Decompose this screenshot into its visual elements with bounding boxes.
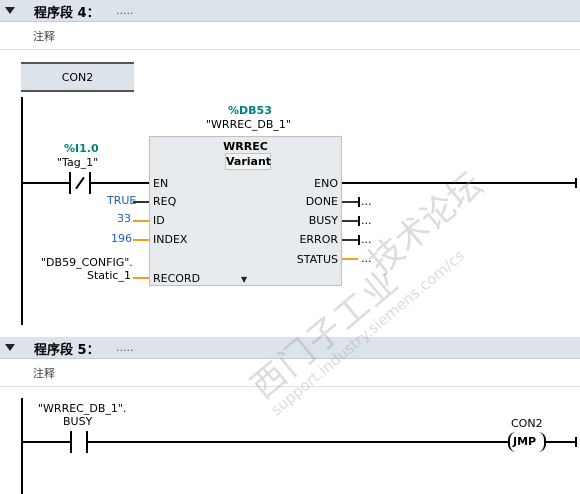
normally-closed-contact-icon[interactable] — [69, 172, 91, 194]
instance-db-name[interactable]: "WRREC_DB_1" — [206, 118, 291, 131]
jump-label-text: CON2 — [61, 71, 94, 84]
id-value[interactable]: 33 — [117, 212, 131, 225]
wrrec-block[interactable]: WRREC Variant EN REQ ID INDEX RECORD ENO… — [149, 136, 342, 286]
network-4-header[interactable]: 程序段 4： ..... — [0, 0, 580, 22]
busy-contact-operand-line2[interactable]: BUSY — [63, 415, 93, 428]
jmp-text: JMP — [513, 435, 537, 448]
record-value-line1[interactable]: "DB59_CONFIG". — [41, 256, 133, 269]
collapse-arrow-icon[interactable] — [5, 344, 15, 351]
network-5-header[interactable]: 程序段 5： ..... — [0, 337, 580, 359]
power-rail — [21, 398, 23, 494]
error-output-dots[interactable]: ... — [361, 233, 372, 246]
block-name: WRREC — [223, 140, 268, 153]
comment-label: 注释 — [33, 367, 55, 380]
network-4-title: 程序段 4： — [34, 6, 100, 21]
pin-busy: BUSY — [308, 214, 338, 227]
pin-record: RECORD — [153, 272, 201, 285]
done-output-dots[interactable]: ... — [361, 195, 372, 208]
index-value[interactable]: 196 — [111, 232, 132, 245]
record-value-line2[interactable]: Static_1 — [87, 269, 131, 282]
comment-label: 注释 — [33, 30, 55, 43]
normally-open-contact-icon[interactable] — [70, 431, 88, 453]
jmp-coil-icon[interactable]: JMP — [508, 432, 546, 452]
pin-error: ERROR — [299, 233, 338, 246]
network-4-comment[interactable]: 注释 — [0, 22, 580, 50]
network-4-title-dots[interactable]: ..... — [116, 4, 134, 17]
network-5-comment[interactable]: 注释 — [0, 359, 580, 387]
contact-tag[interactable]: "Tag_1" — [57, 156, 99, 169]
busy-contact-operand-line1[interactable]: "WRREC_DB_1". — [38, 402, 127, 415]
collapse-arrow-icon[interactable] — [5, 7, 15, 14]
expand-arrow-icon[interactable]: ▼ — [241, 275, 248, 284]
pin-index: INDEX — [153, 233, 188, 246]
pin-en: EN — [153, 177, 169, 190]
jmp-target-label[interactable]: CON2 — [511, 417, 543, 430]
contact-address: %I1.0 — [64, 142, 99, 155]
status-output-dots[interactable]: ... — [361, 252, 372, 265]
pin-req: REQ — [153, 195, 177, 208]
block-type[interactable]: Variant — [225, 153, 272, 170]
rung-end-marker — [575, 437, 577, 447]
network-5-title: 程序段 5： — [34, 343, 100, 358]
pin-eno: ENO — [314, 177, 338, 190]
pin-done: DONE — [305, 195, 338, 208]
jump-label-box[interactable]: CON2 — [21, 62, 134, 92]
busy-output-dots[interactable]: ... — [361, 214, 372, 227]
rung-end-marker — [575, 178, 577, 188]
instance-db-address: %DB53 — [228, 104, 272, 117]
req-value[interactable]: TRUE — [107, 194, 137, 207]
pin-id: ID — [153, 214, 165, 227]
network-5-title-dots[interactable]: ..... — [116, 341, 134, 354]
watermark-text-3: 技术论坛 — [360, 164, 491, 283]
pin-status: STATUS — [296, 253, 338, 266]
power-rail — [21, 97, 23, 325]
